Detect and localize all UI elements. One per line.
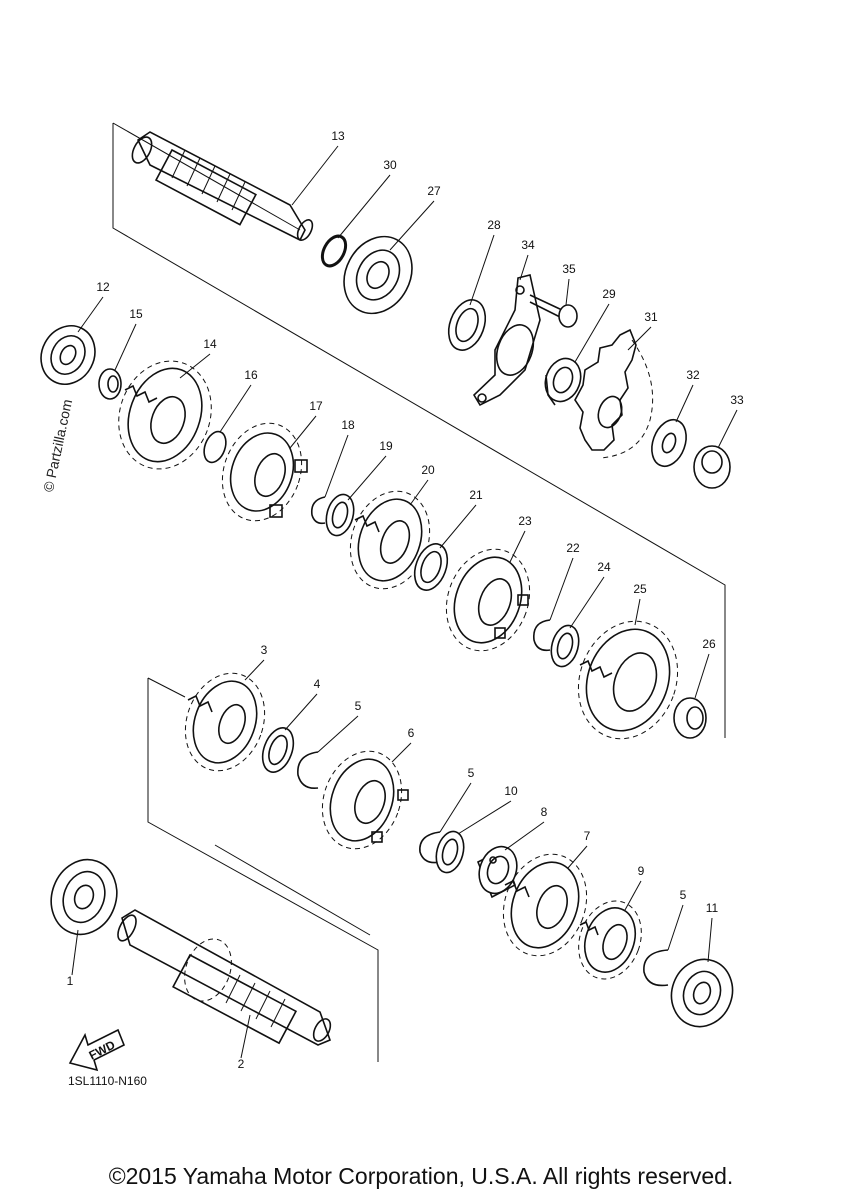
main-axle-gear-25	[577, 620, 679, 740]
washer-10	[435, 830, 465, 874]
callout-c21: 21	[469, 488, 483, 502]
fwd-arrow-icon: FWD	[68, 1028, 126, 1072]
collar	[544, 357, 582, 406]
washer-24	[550, 624, 580, 668]
callout-c6: 6	[408, 726, 415, 740]
callout-c20: 20	[421, 463, 435, 477]
main-axle-gear-20	[349, 490, 431, 590]
circlip-18	[310, 496, 326, 525]
callout-c15: 15	[129, 307, 143, 321]
callout-c25: 25	[633, 582, 647, 596]
callout-c29: 29	[602, 287, 616, 301]
circlip-5c	[643, 949, 669, 987]
callout-c35: 35	[562, 262, 576, 276]
callout-c22: 22	[566, 541, 580, 555]
washer-19	[325, 493, 355, 537]
main-axle-gear-17	[221, 422, 308, 522]
callout-c4: 4	[314, 677, 321, 691]
callout-c26: 26	[702, 637, 716, 651]
retainer-plate	[472, 274, 541, 407]
callout-c18: 18	[341, 418, 355, 432]
drive-axle-gear-3	[184, 672, 266, 772]
washer-21	[413, 543, 449, 591]
circlip-5a	[297, 751, 319, 790]
circlip-22	[533, 619, 551, 652]
bearing-drive-left	[50, 858, 118, 936]
bolt	[529, 294, 578, 328]
drive-axle	[117, 909, 332, 1046]
callout-c23: 23	[518, 514, 532, 528]
lock-washer	[651, 418, 687, 468]
callout-c14: 14	[203, 337, 217, 351]
callout-c19: 19	[379, 439, 393, 453]
callout-c24: 24	[597, 560, 611, 574]
bearing-main-right	[343, 235, 413, 315]
washer-16	[203, 430, 227, 464]
oil-seal	[447, 299, 487, 351]
bearing-drive-right	[670, 958, 734, 1028]
callout-c34: 34	[521, 238, 535, 252]
callout-c11: 11	[706, 901, 719, 915]
copyright-notice: ©2015 Yamaha Motor Corporation, U.S.A. A…	[108, 1163, 734, 1189]
callout-c5c: 5	[680, 888, 687, 902]
callout-c33: 33	[730, 393, 744, 407]
main-axle-gear-23	[445, 548, 531, 652]
callout-c5a: 5	[355, 699, 362, 713]
callout-c9: 9	[638, 864, 645, 878]
lower-assembly-frame	[147, 677, 379, 1062]
callout-c16: 16	[244, 368, 258, 382]
washer-4	[261, 727, 295, 773]
o-ring	[320, 234, 348, 268]
main-axle	[131, 131, 314, 242]
callout-c8: 8	[541, 805, 548, 819]
drive-axle-gear-6	[321, 750, 409, 850]
drive-axle-gear-7	[502, 853, 588, 957]
bearing-main-left	[40, 325, 96, 385]
callout-c13: 13	[331, 129, 345, 143]
callout-c5b: 5	[468, 766, 475, 780]
callout-c32: 32	[686, 368, 700, 382]
callout-c28: 28	[487, 218, 501, 232]
callout-c2: 2	[238, 1057, 245, 1071]
drive-axle-gear-9	[578, 900, 642, 980]
callout-c7: 7	[584, 829, 591, 843]
main-axle-gear-14	[118, 360, 212, 470]
diagram-code: 1SL1110-N160	[68, 1074, 147, 1088]
circlip-5b	[419, 831, 441, 864]
upper-assembly-frame	[112, 122, 726, 738]
callout-c1: 1	[67, 974, 74, 988]
callout-c27: 27	[427, 184, 441, 198]
callout-leader-lines	[71, 145, 738, 1059]
callout-c17: 17	[309, 399, 323, 413]
bushing	[476, 845, 518, 899]
drive-sprocket	[574, 328, 654, 459]
callout-c12: 12	[96, 280, 110, 294]
callout-c10: 10	[504, 784, 518, 798]
callout-c3: 3	[261, 643, 268, 657]
collar-26	[673, 697, 707, 739]
callout-labels: 1234565108795111213141516171819202122232…	[67, 129, 744, 1071]
callout-c30: 30	[383, 158, 397, 172]
collar-small	[98, 368, 122, 400]
nut	[693, 445, 731, 489]
callout-c31: 31	[644, 310, 658, 324]
